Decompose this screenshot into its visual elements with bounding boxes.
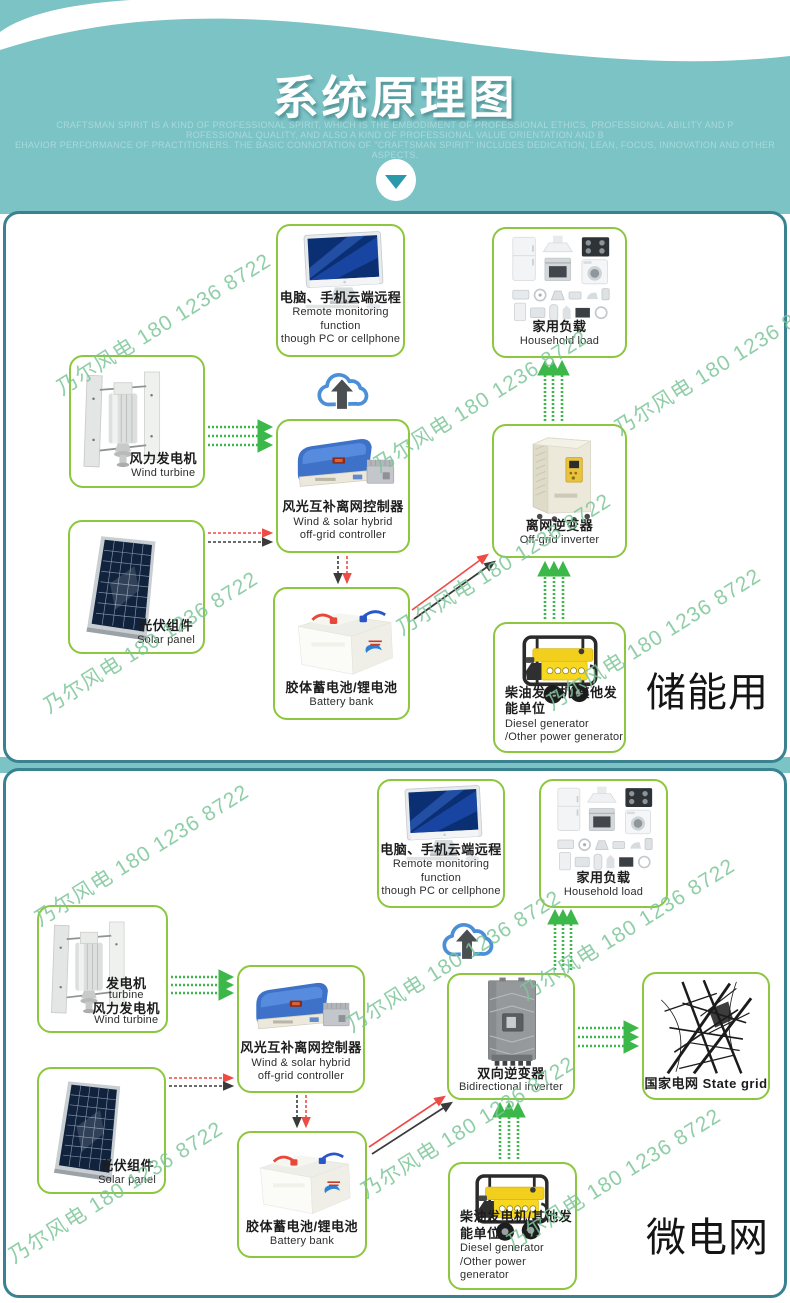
storage-diesel-generator-box: 柴油发电机/其他发能单位 Diesel generator /Other pow… <box>493 622 626 753</box>
storage-hybrid-controller-box: 风光互补离网控制器 Wind & solar hybrid off-grid c… <box>276 419 410 553</box>
node-label-en: Bidirectional inverter <box>458 1080 564 1093</box>
header-wave-background <box>0 0 790 214</box>
microgrid-diesel-generator-box: 柴油发电机/其他发能单位 Diesel generator /Other pow… <box>448 1162 577 1290</box>
appliances-icon <box>508 234 614 324</box>
node-label-en: Battery bank <box>309 696 374 709</box>
node-label-zh: 光伏组件 <box>139 618 194 633</box>
microgrid-wind-turbine-box: 发电机 turbine 风力发电机 Wind turbine <box>37 905 168 1033</box>
page-title: 系统原理图 <box>272 72 518 124</box>
node-label-zh: 风力发电机 <box>92 1000 160 1016</box>
header-subtitle-line3: EHAVIOR PERFORMANCE OF PRACTITIONERS. TH… <box>14 140 776 160</box>
node-label-en: /Other power generator <box>460 1255 526 1282</box>
node-label-zh: 离网逆变器 <box>525 518 594 533</box>
node-label-en: Diesel generator <box>460 1241 544 1254</box>
microgrid-solar-panel-box: 光伏组件 Solar panel <box>37 1067 166 1194</box>
node-label-en: Solar panel <box>98 1174 156 1187</box>
page-header: 系统原理图 CRAFTSMAN SPIRIT IS A KIND OF PROF… <box>0 0 790 214</box>
node-label-en: Household load <box>519 335 600 348</box>
appliances-icon <box>553 785 657 873</box>
node-label-zh-alt: 发电机 <box>105 975 147 991</box>
storage-solar-panel-box: 光伏组件 Solar panel <box>68 520 205 654</box>
node-label-en: Wind turbine <box>94 1014 159 1027</box>
storage-battery-bank-box: 胶体蓄电池/锂电池 Battery bank <box>273 587 410 720</box>
node-label-zh: 风光互补离网控制器 <box>240 1040 362 1056</box>
node-label-en: Wind & solar hybrid <box>251 1056 351 1069</box>
storage-offgrid-inverter-box: 离网逆变器 Off-grid inverter <box>492 424 627 558</box>
node-label-zh: 胶体蓄电池/锂电池 <box>245 1219 359 1234</box>
node-label-en: Remote monitoring function <box>392 857 490 884</box>
node-label-en: Household load <box>563 886 644 899</box>
storage-wind-turbine-box: 风力发电机 Wind turbine <box>69 355 205 488</box>
storage-section-label: 储能用 <box>646 671 769 715</box>
node-label-zh: 胶体蓄电池/锂电池 <box>285 680 398 695</box>
header-subtitle-line1: CRAFTSMAN SPIRIT IS A KIND OF PROFESSION… <box>56 120 734 130</box>
node-label-en: Wind turbine <box>131 467 196 480</box>
node-label-zh: 风力发电机 <box>129 451 197 466</box>
node-label-zh: 光伏组件 <box>100 1158 155 1173</box>
node-label-zh: 风光互补离网控制器 <box>282 499 404 515</box>
controller-icon <box>242 977 362 1041</box>
battery-icon <box>243 1138 363 1220</box>
node-label-zh: 柴油发电机/其他发能单位 <box>460 1209 573 1241</box>
node-label-en: off-grid controller <box>299 529 387 542</box>
node-label-zh: 电脑、手机云端远程 <box>380 841 502 857</box>
node-label-en: Remote monitoring function <box>292 305 389 332</box>
microgrid-state-grid-box: 国家电网 State grid <box>642 972 770 1100</box>
node-label-en: /Other power generator <box>505 731 624 744</box>
down-triangle-icon <box>385 174 407 189</box>
microgrid-bidirectional-inverter-box: 双向逆变器 Bidirectional inverter <box>447 973 575 1100</box>
scroll-down-indicator <box>376 159 416 201</box>
microgrid-household-load-box: 家用负载 Household load <box>539 779 668 908</box>
node-label-en: Off-grid inverter <box>519 534 600 547</box>
battery-icon <box>281 595 405 681</box>
header-subtitle-line2: ROFESSIONAL QUALITY, AND ALSO A KIND OF … <box>185 130 605 140</box>
microgrid-remote-monitoring-box: 电脑、手机云端远程 Remote monitoring function tho… <box>377 779 505 908</box>
node-label-en: Wind & solar hybrid <box>293 515 393 528</box>
offgrid-inverter-icon <box>514 428 608 528</box>
storage-household-load-box: 家用负载 Household load <box>492 227 627 358</box>
microgrid-battery-bank-box: 胶体蓄电池/锂电池 Battery bank <box>237 1131 367 1258</box>
node-label-en: though PC or cellphone <box>381 885 501 898</box>
power-tower-icon <box>648 977 766 1075</box>
bidirectional-inverter-icon <box>461 976 563 1072</box>
node-label-zh: 国家电网 State grid <box>644 1075 768 1091</box>
node-label-en: Solar panel <box>137 634 195 647</box>
controller-icon <box>283 433 407 499</box>
node-label-en-alt: turbine <box>108 989 144 1002</box>
cloud-upload-icon <box>436 911 498 972</box>
node-label-zh: 家用负载 <box>532 319 587 334</box>
node-label-zh: 柴油发电机/其他发能单位 <box>505 685 618 717</box>
node-label-en: Battery bank <box>269 1235 335 1248</box>
node-label-zh: 电脑、手机云端远程 <box>279 289 402 305</box>
node-label-en: though PC or cellphone <box>280 333 401 346</box>
node-label-zh: 家用负载 <box>576 870 631 885</box>
microgrid-hybrid-controller-box: 风光互补离网控制器 Wind & solar hybrid off-grid c… <box>237 965 365 1093</box>
node-label-en: Diesel generator <box>505 717 589 730</box>
cloud-upload-icon <box>311 360 373 423</box>
node-label-en: off-grid controller <box>257 1070 345 1083</box>
microgrid-section-label: 微电网 <box>646 1216 769 1260</box>
storage-remote-monitoring-box: 电脑、手机云端远程 Remote monitoring function tho… <box>276 224 405 357</box>
node-label-zh: 双向逆变器 <box>477 1065 545 1081</box>
